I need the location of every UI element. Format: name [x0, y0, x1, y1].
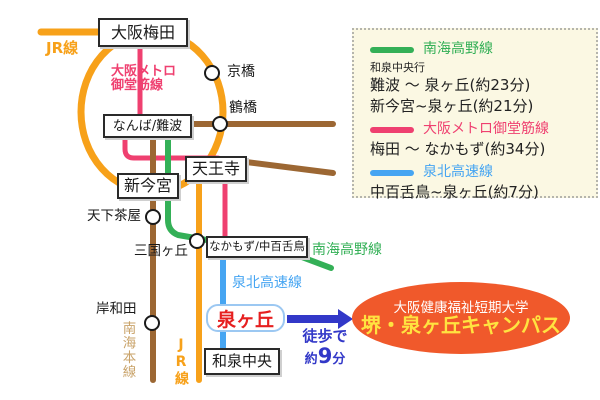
station-box-osaka-umeda: 大阪梅田	[98, 18, 188, 47]
station-label-kishiwada: 岸和田	[96, 301, 137, 317]
station-box-shinimamiya: 新今宮	[117, 173, 179, 199]
koya-line-swatch	[370, 46, 414, 53]
walk-time-annotation: 徒歩で 約9分	[297, 327, 353, 367]
legend-semboku-header: 泉北高速線	[370, 165, 588, 180]
midosuji-line-label-line2: 御堂筋線	[111, 78, 164, 94]
legend-koya-name: 南海高野線	[423, 41, 493, 57]
tengachaya-station-circle	[145, 209, 161, 225]
kishiwada-station-circle	[144, 315, 160, 331]
campus-name: 堺・泉ヶ丘キャンパス	[361, 313, 561, 337]
station-box-izumigaoka: 泉ヶ丘	[206, 304, 285, 332]
legend-midosuji-name: 大阪メトロ御堂筋線	[423, 121, 549, 137]
legend-semboku-name: 泉北高速線	[423, 164, 493, 180]
walk-line1: 徒歩で	[302, 327, 348, 345]
jr-line-label-bottom: JR線	[173, 337, 189, 386]
legend-koya-route-2: 新今宮~泉ヶ丘(約21分)	[370, 97, 534, 115]
station-label-tsuruhashi: 鶴橋	[229, 100, 257, 116]
legend-koya-route-1: 難波 〜 泉ヶ丘(約23分)	[370, 76, 531, 94]
nankai-koya-line-label: 南海高野線	[312, 242, 382, 258]
kyobashi-station-circle	[204, 65, 220, 81]
legend-midosuji-header: 大阪メトロ御堂筋線	[370, 122, 588, 137]
station-label-kyobashi: 京橋	[227, 64, 255, 80]
mikunigaoka-station-circle	[189, 233, 205, 249]
semboku-line-swatch	[370, 169, 414, 176]
station-label-mikunigaoka: 三国ヶ丘	[134, 243, 188, 259]
jr-line-label-top: JR線	[46, 39, 79, 57]
station-box-namba: なんば/難波	[103, 114, 192, 138]
college-name: 大阪健康福祉短期大学	[393, 300, 529, 316]
campus-ellipse	[352, 282, 570, 354]
legend-semboku-route-1: 中百舌鳥~泉ヶ丘(約7分)	[370, 183, 539, 201]
kintetsu-line-tennoji	[243, 159, 336, 176]
station-box-tennoji: 天王寺	[185, 156, 247, 182]
walk-line2: 約9分	[297, 345, 353, 367]
midosuji-line-label-line1: 大阪メトロ	[111, 64, 177, 79]
walk-arrow-head	[338, 309, 353, 329]
legend-panel: 南海高野線 和泉中央行 難波 〜 泉ヶ丘(約23分) 新今宮~泉ヶ丘(約21分)…	[352, 28, 598, 201]
walk-unit: 分	[332, 351, 346, 367]
legend-koya-note: 和泉中央行	[370, 61, 425, 74]
walk-about: 約	[304, 351, 318, 367]
nankai-koya-line	[165, 132, 334, 271]
station-box-nakamozu: なかもず/中百舌鳥	[206, 236, 308, 258]
legend-koya-header: 南海高野線	[370, 42, 588, 57]
station-label-tengachaya: 天下茶屋	[87, 208, 141, 224]
legend-midosuji-route-1: 梅田 〜 なかもず(約34分)	[370, 140, 546, 158]
station-box-izumichuo: 和泉中央	[204, 348, 280, 375]
tsuruhashi-station-circle	[212, 116, 228, 132]
semboku-line-label: 泉北高速線	[232, 275, 302, 291]
nankai-main-line-label: 南海本線	[119, 321, 136, 379]
midosuji-line-swatch	[370, 126, 414, 133]
midosuji-line-label: 大阪メトロ 御堂筋線	[111, 64, 177, 94]
walk-minutes: 9	[317, 343, 333, 368]
